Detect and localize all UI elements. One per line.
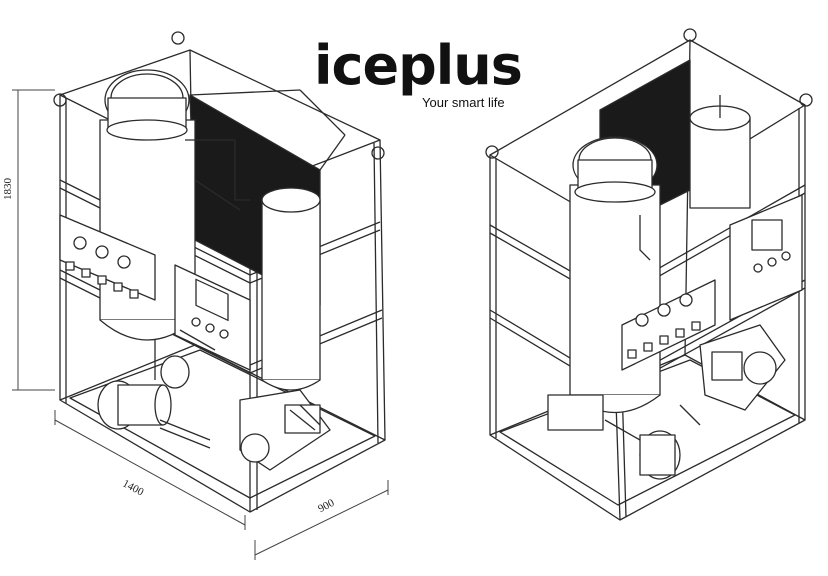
left-lift-eye [53, 93, 67, 107]
dimension-height-label: 1830 [2, 178, 14, 200]
left-gauge-panel [59, 214, 156, 301]
left-machine-view [53, 31, 386, 513]
logo-wordmark: iceplus [314, 34, 523, 97]
logo-tagline: Your smart life [422, 95, 505, 110]
left-post-back-right [379, 139, 386, 441]
left-water-pump [97, 355, 211, 449]
left-control-cabinet [174, 264, 251, 371]
right-gauge-panel [621, 279, 716, 371]
right-water-pump [547, 394, 681, 480]
brand-logo: iceplus Your smart life [314, 34, 534, 120]
right-compressor [699, 324, 786, 411]
right-control-cabinet [729, 194, 803, 321]
left-frame-base [59, 344, 386, 513]
right-evaporator-drum [569, 136, 661, 414]
right-lift-eye [485, 145, 499, 159]
right-receiver-tank [689, 105, 751, 209]
dimension-lines [12, 89, 389, 560]
left-receiver-tank [261, 187, 321, 391]
right-machine-view [485, 28, 813, 521]
left-compressor [239, 389, 331, 471]
